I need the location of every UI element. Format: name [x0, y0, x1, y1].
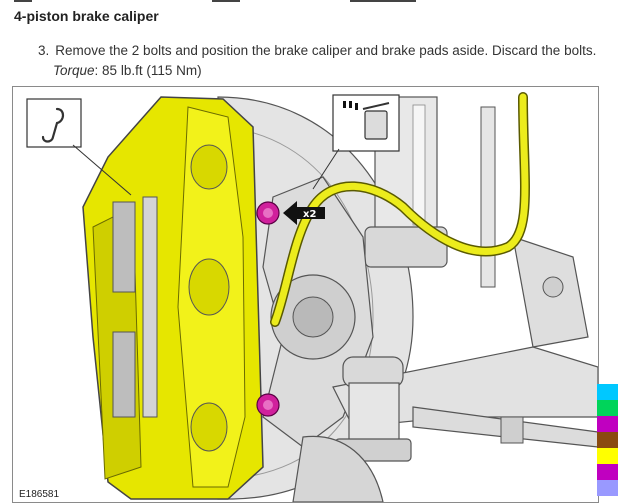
procedure-step: 3. Remove the 2 bolts and position the br…: [38, 41, 596, 61]
legend-swatch: [597, 448, 618, 464]
quantity-callout: x2: [303, 209, 316, 220]
legend-swatch: [597, 416, 618, 432]
figure-id: E186581: [19, 489, 60, 500]
cut-off-previous-line: [0, 0, 618, 4]
caliper-bolt-lower: [256, 393, 280, 417]
hook-icon: [26, 98, 132, 196]
service-illustration: x2 E186581: [12, 86, 599, 503]
ball-joint: [334, 356, 412, 462]
tie-rod: [412, 406, 598, 448]
brake-caliper: [82, 96, 264, 500]
torque-spec: Torque: 85 lb.ft (115 Nm): [53, 61, 202, 81]
legend-swatch: [597, 480, 618, 496]
caliper-bolt-upper: [256, 201, 280, 225]
illustration-drawing: x2: [26, 92, 598, 502]
legend-swatch: [597, 400, 618, 416]
legend-swatch: [597, 384, 618, 400]
sway-bar-link: [480, 106, 589, 348]
discard-bin-icon: [312, 94, 400, 190]
callout-arrow: x2: [283, 201, 325, 225]
step-text: Remove the 2 bolts and position the brak…: [55, 43, 597, 58]
cv-boot: [292, 435, 384, 502]
section-title: 4-piston brake caliper: [14, 8, 159, 24]
torque-label: Torque: [53, 63, 95, 78]
step-number: 3.: [38, 43, 50, 58]
legend-swatch: [597, 432, 618, 448]
torque-value: : 85 lb.ft (115 Nm): [94, 63, 202, 78]
legend-swatch: [597, 464, 618, 480]
color-legend: [597, 384, 618, 496]
